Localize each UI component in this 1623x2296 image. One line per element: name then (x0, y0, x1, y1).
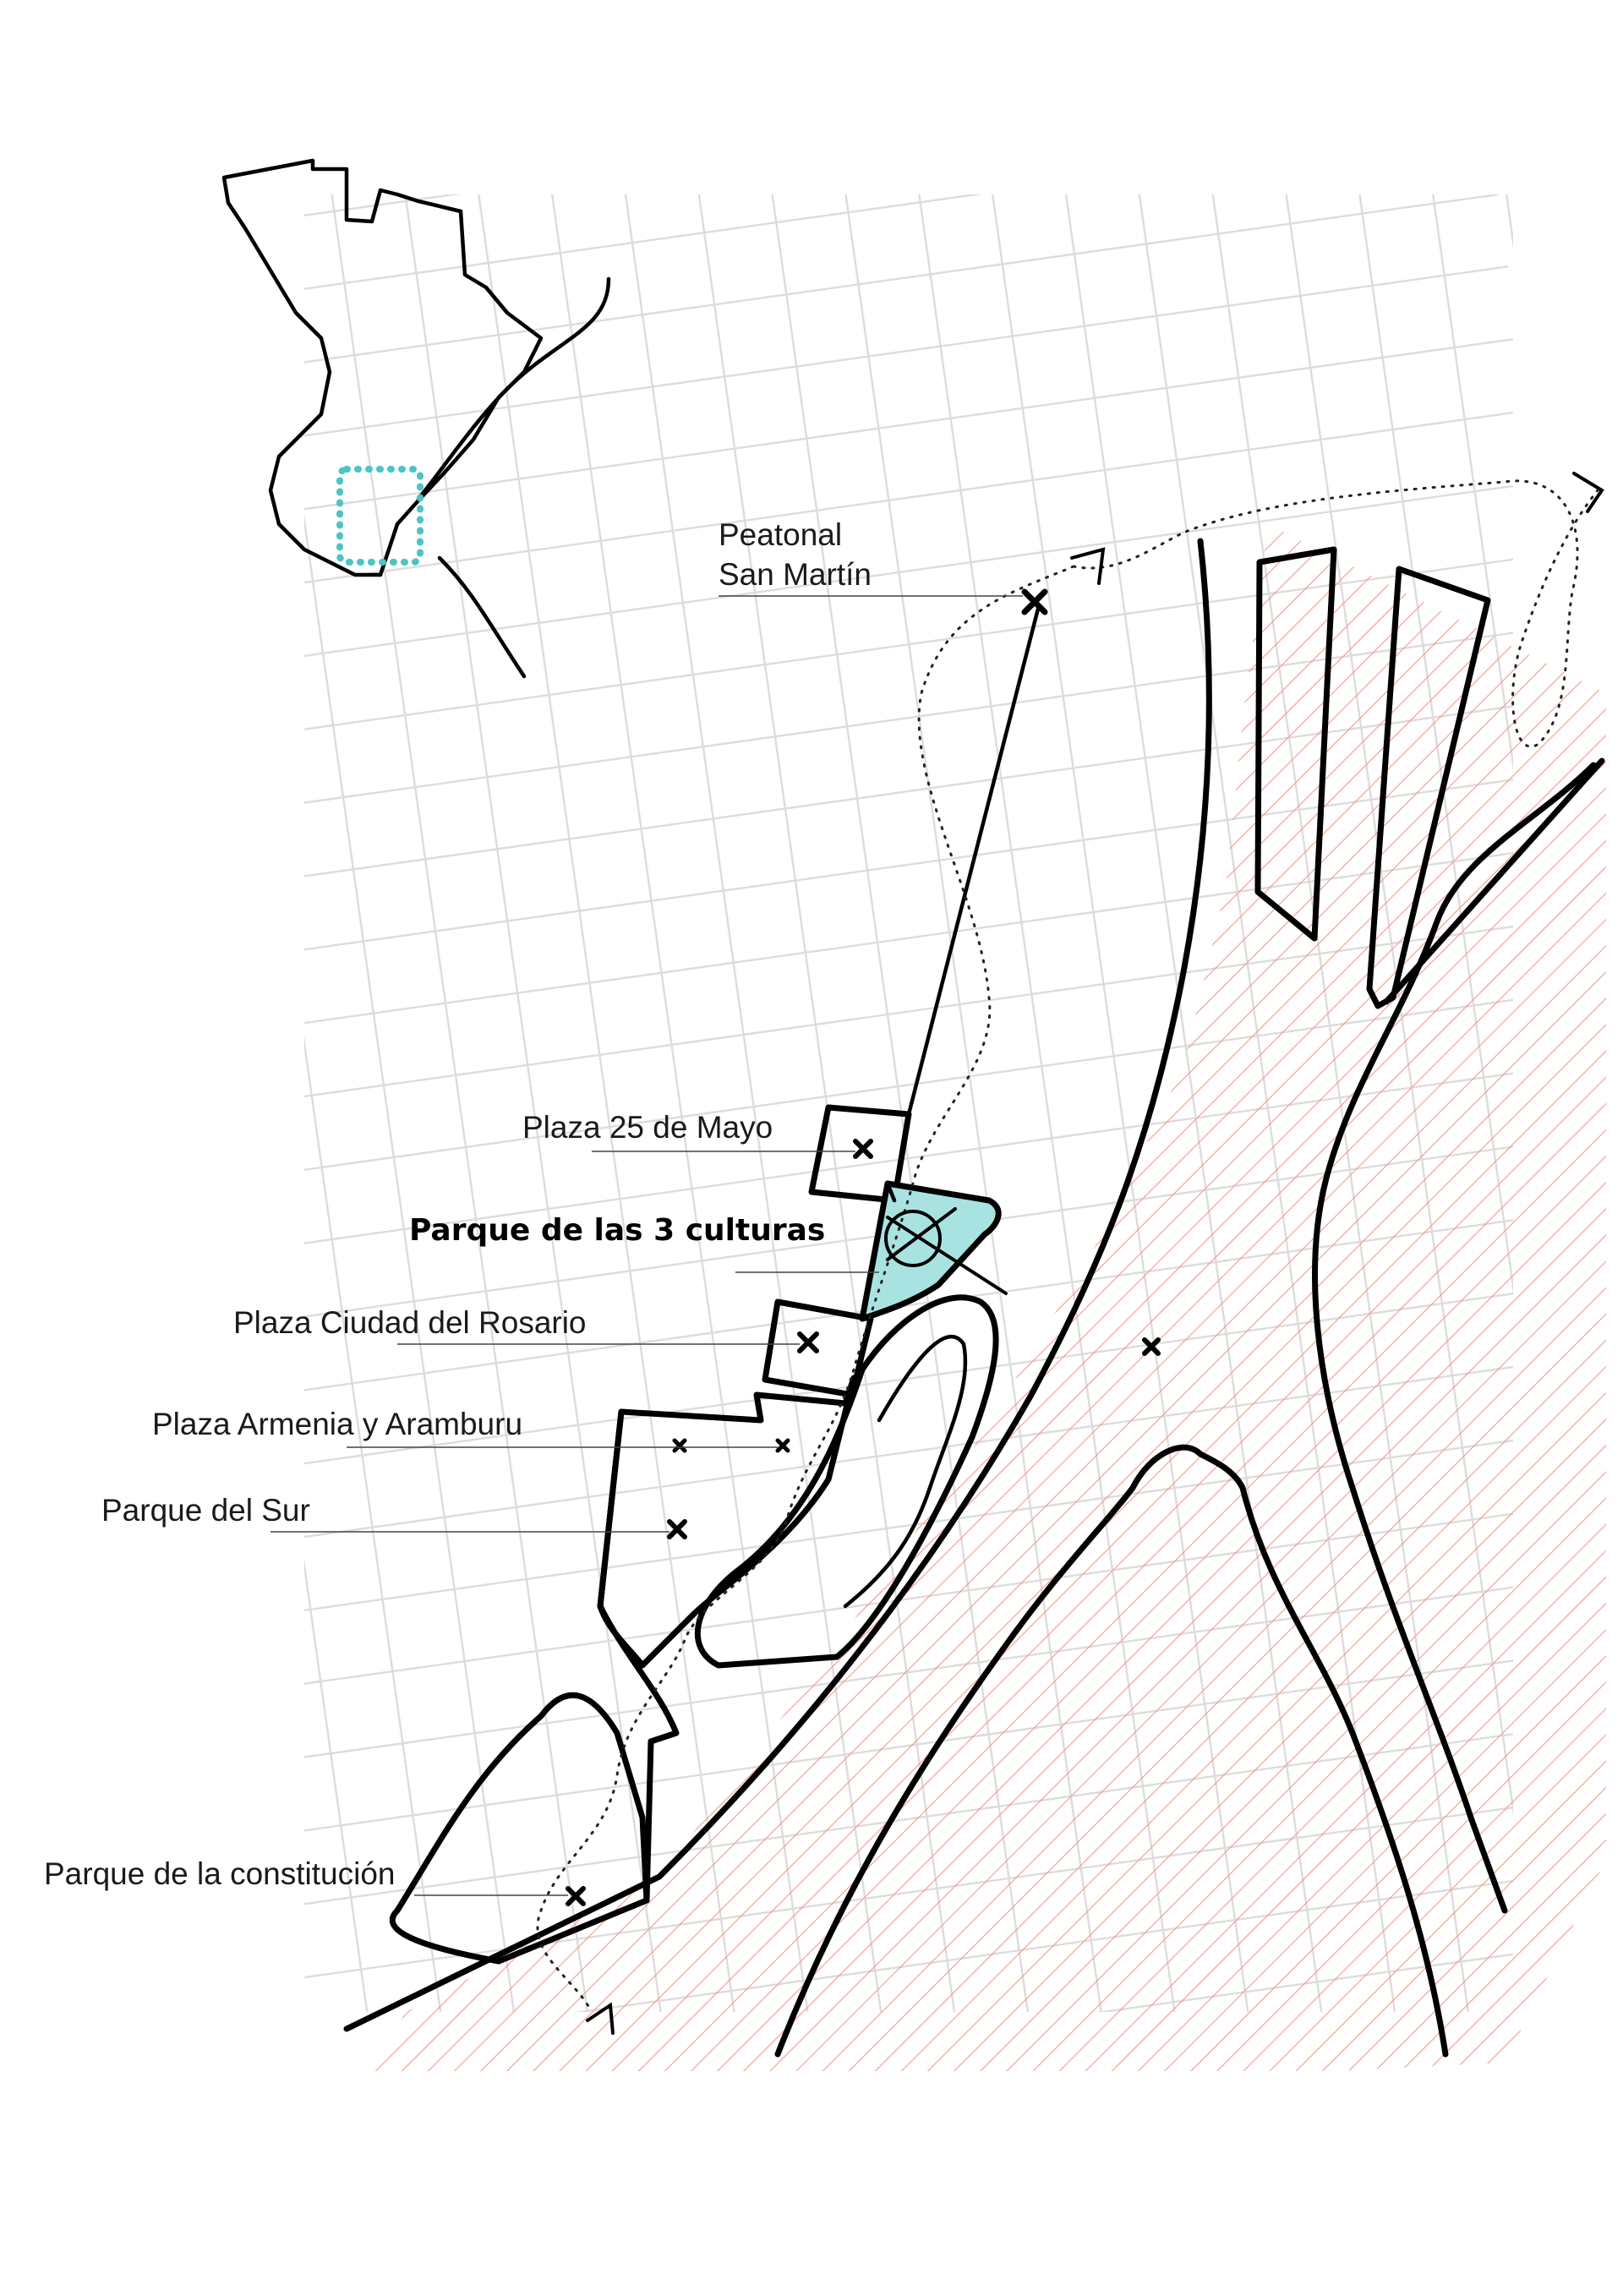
street-line (469, 194, 754, 2012)
street-line (304, 194, 1499, 396)
street-line (35, 0, 1457, 107)
label-plaza-ciudad-del-rosario: Plaza Ciudad del Rosario (233, 1305, 587, 1340)
markers (566, 588, 1161, 1906)
street-line (304, 194, 322, 2012)
label-parque-del-sur: Parque del Sur (101, 1493, 310, 1528)
riverbank-west (343, 538, 1212, 2032)
arrow-south-icon (586, 2002, 615, 2035)
street-line (396, 194, 682, 2012)
street-line (45, 0, 1467, 178)
street-line (0, 235, 33, 2244)
street-line (304, 194, 466, 2012)
label-peatonal-line2: San Martín (719, 557, 872, 592)
riverbank-island-north (1312, 762, 1597, 1914)
label-parque-constitucion: Parque de la constitución (44, 1856, 396, 1891)
label-plaza-armenia: Plaza Armenia y Aramburu (152, 1407, 522, 1441)
street-line (304, 194, 538, 2012)
walking-route (536, 479, 1599, 2014)
riverbank-peninsula (774, 1444, 1449, 2058)
label-parque-3-culturas: Parque de las 3 culturas (409, 1213, 825, 1248)
street-line (1405, 194, 1513, 2012)
direction-arrows (586, 472, 1604, 2035)
circle-marker-3-culturas (884, 1210, 942, 1267)
lagoon-inner (843, 1334, 968, 1609)
street-line (304, 194, 1478, 252)
river-area (372, 524, 1606, 2071)
lagoon-park (694, 1294, 999, 1669)
street-line (304, 194, 1489, 324)
dock-north (1254, 546, 1337, 942)
south-connector (597, 1408, 680, 1904)
diagonal-3-culturas (886, 1216, 1008, 1295)
arrow-north-icon (1070, 547, 1106, 585)
parque-sur-block (597, 1375, 857, 1669)
cross-marker-plaza-ciudad (797, 1331, 819, 1353)
leader-lines (270, 595, 1023, 1896)
arrow-east-icon (1572, 472, 1604, 513)
cross-marker-constitucion (566, 1886, 586, 1906)
street-line (304, 265, 1509, 468)
parque-constitucion-block (389, 1692, 650, 1965)
street-line (304, 194, 394, 2012)
street-line (304, 409, 1513, 612)
street-line (0, 225, 105, 2234)
street-line (304, 481, 1513, 684)
street-line (0, 215, 177, 2224)
street-line (304, 337, 1513, 540)
inset-location-marker (336, 466, 424, 566)
place-labels: Peatonal San Martín Plaza 25 de Mayo Par… (44, 517, 872, 1891)
right-dock-spur (1383, 757, 1605, 1005)
inset-locator-map (221, 158, 611, 679)
diagonal-3-culturas-2 (886, 1207, 957, 1261)
street-line (325, 194, 610, 2012)
street-line (0, 205, 249, 2214)
peatonal-san-martin-line (885, 606, 1041, 1203)
label-plaza-25-de-mayo: Plaza 25 de Mayo (522, 1110, 773, 1145)
label-peatonal-line1: Peatonal (719, 517, 842, 552)
cross-marker-armenia-2 (775, 1438, 790, 1453)
cross-marker-plaza-25 (853, 1139, 873, 1159)
cross-marker-peatonal (1021, 588, 1048, 615)
cross-marker-river (1142, 1337, 1161, 1356)
cross-marker-parque-sur (667, 1519, 687, 1539)
cross-marker-armenia-1 (672, 1438, 687, 1453)
